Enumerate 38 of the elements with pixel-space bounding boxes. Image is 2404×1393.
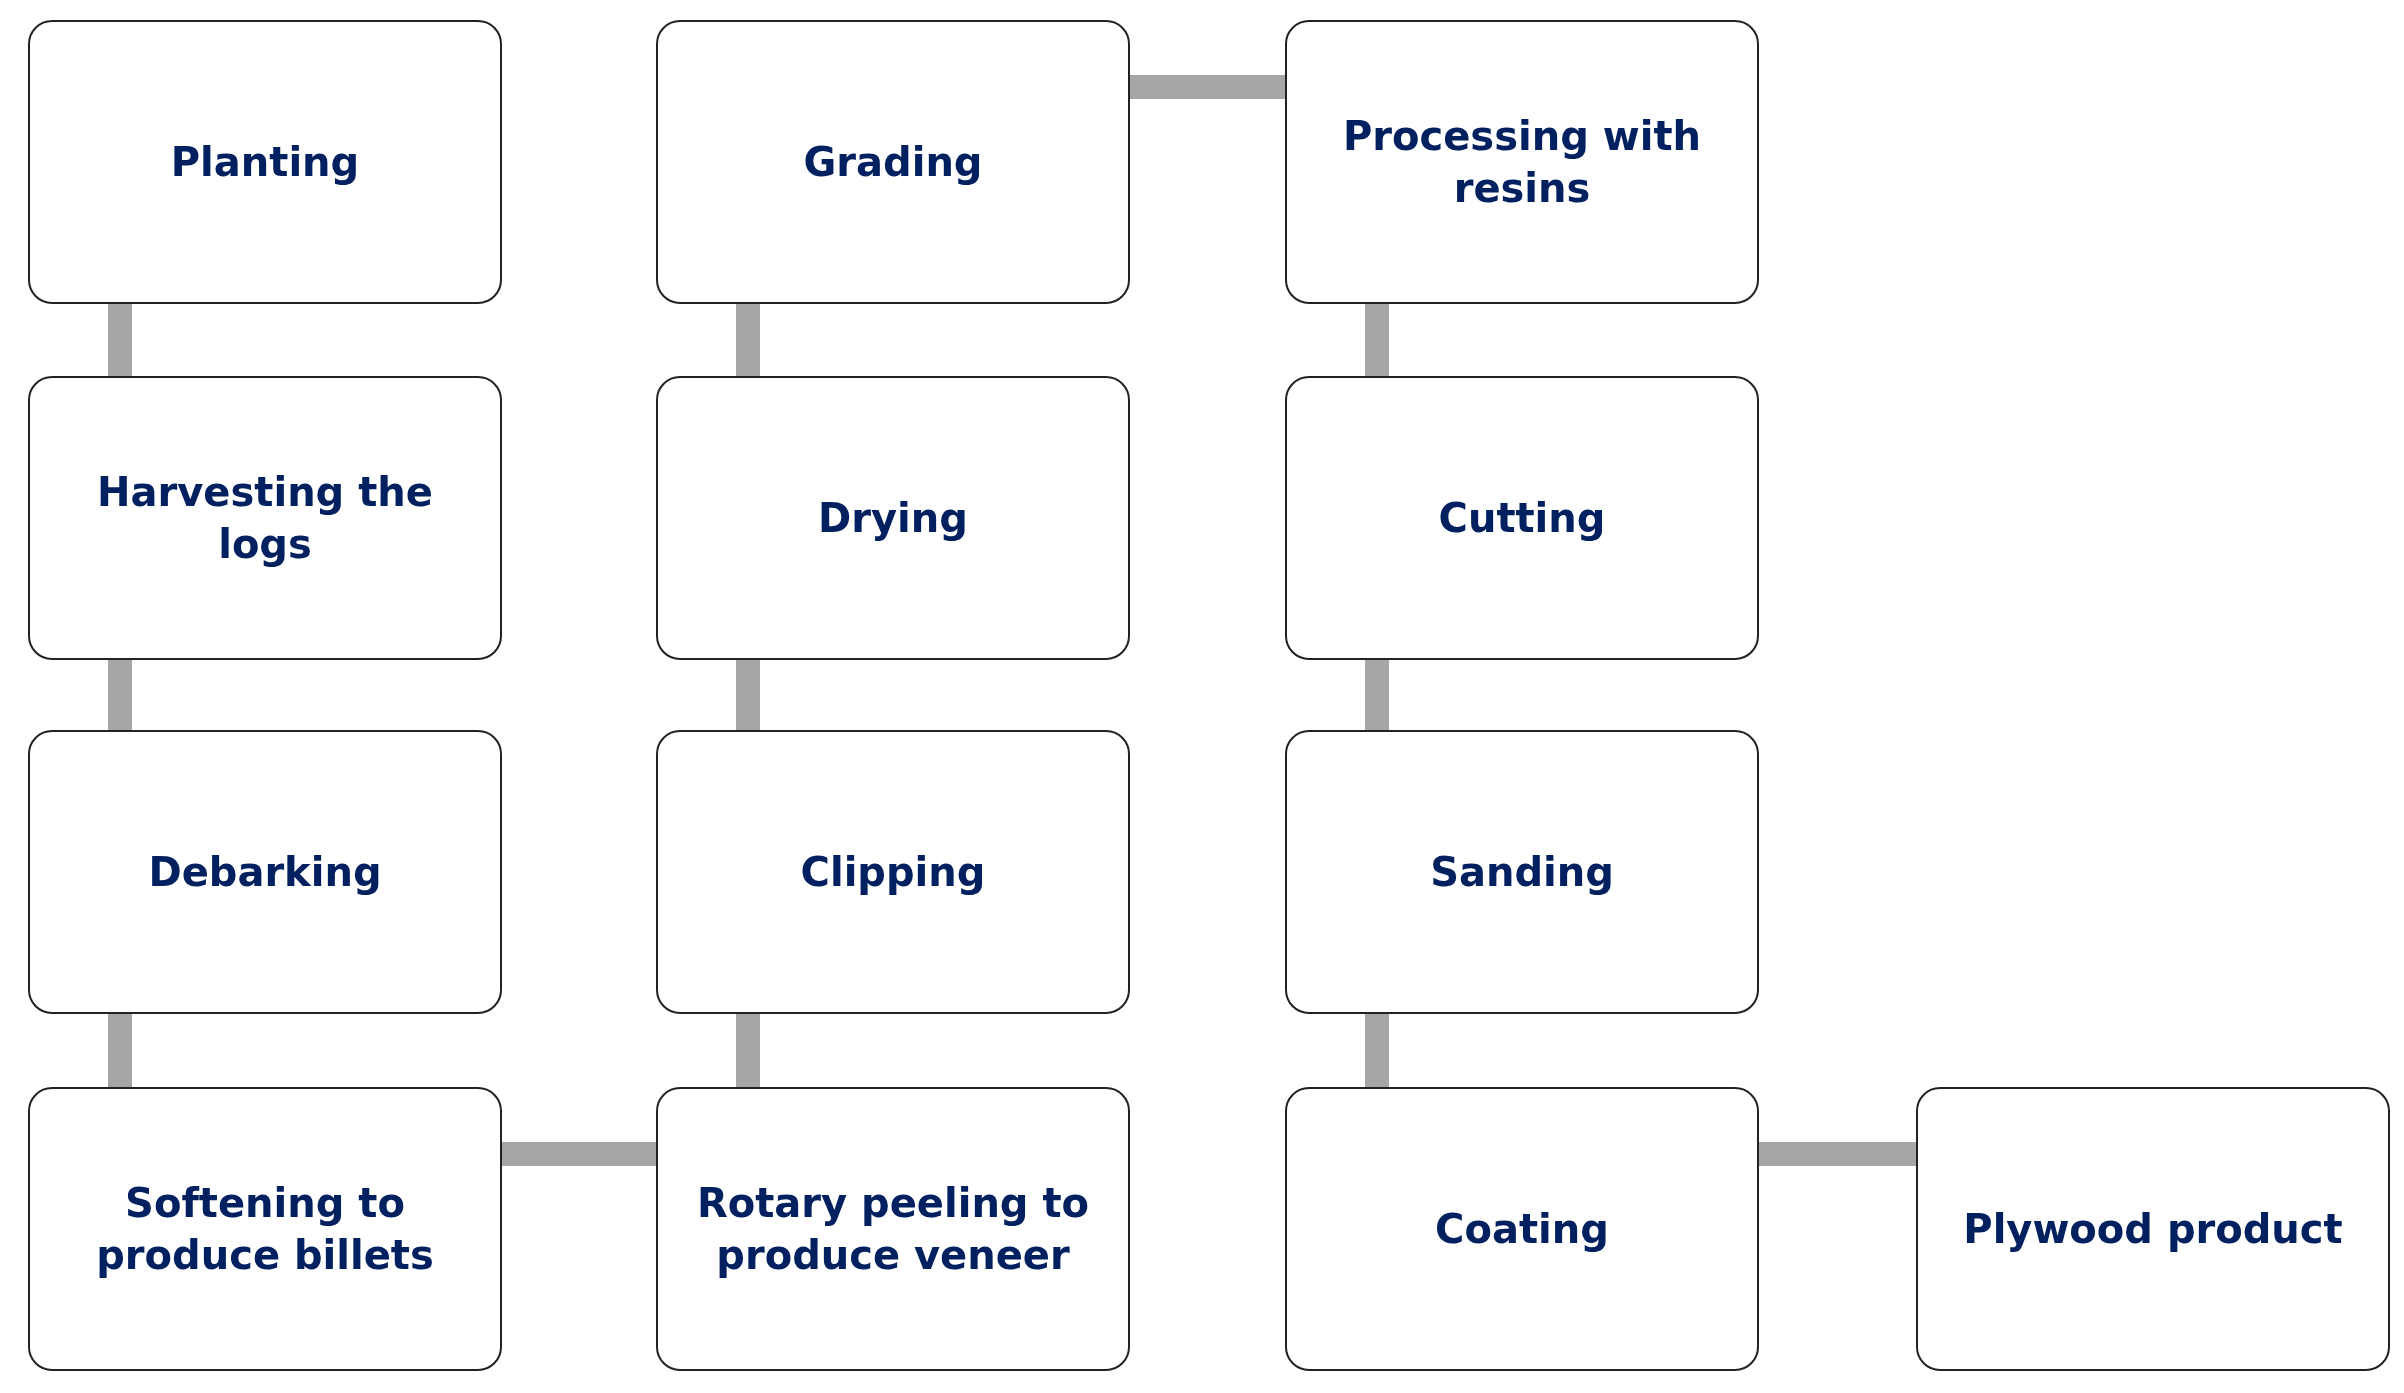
connector-bar [1365,1014,1389,1087]
step-label: Clipping [800,848,986,897]
process-box [656,730,1130,1014]
step-label: Drying [818,494,968,543]
step-label: Cutting [1438,494,1606,543]
connector-bar [736,304,760,376]
process-box [656,1087,1130,1371]
connector-bar [108,1014,132,1087]
step-label: Debarking [148,848,382,897]
step-label: Plywood product [1963,1205,2343,1254]
process-box [28,1087,502,1371]
process-box [1285,730,1759,1014]
step-label: Processing with resins [1342,112,1702,213]
connector-bar [1365,304,1389,376]
step-label: Planting [170,138,360,187]
process-box [28,376,502,660]
process-box [1285,376,1759,660]
process-box [1285,1087,1759,1371]
connector-bar [1759,1142,1916,1166]
process-box [656,20,1130,304]
process-box [28,730,502,1014]
connector-bar [736,1014,760,1087]
connector-bar [108,660,132,730]
step-label: Rotary peeling to produce veneer [695,1179,1091,1280]
step-label: Harvesting the logs [96,468,434,569]
step-label: Softening to produce billets [95,1179,435,1280]
connector-bar [1130,75,1285,99]
connector-bar [108,304,132,376]
process-box [28,20,502,304]
step-label: Grading [803,138,983,187]
process-box [1916,1087,2390,1371]
connector-bar [1365,660,1389,730]
connector-bar [502,1142,656,1166]
step-label: Coating [1435,1205,1609,1254]
connector-bar [736,660,760,730]
process-box [1285,20,1759,304]
process-box [656,376,1130,660]
step-label: Sanding [1430,848,1614,897]
